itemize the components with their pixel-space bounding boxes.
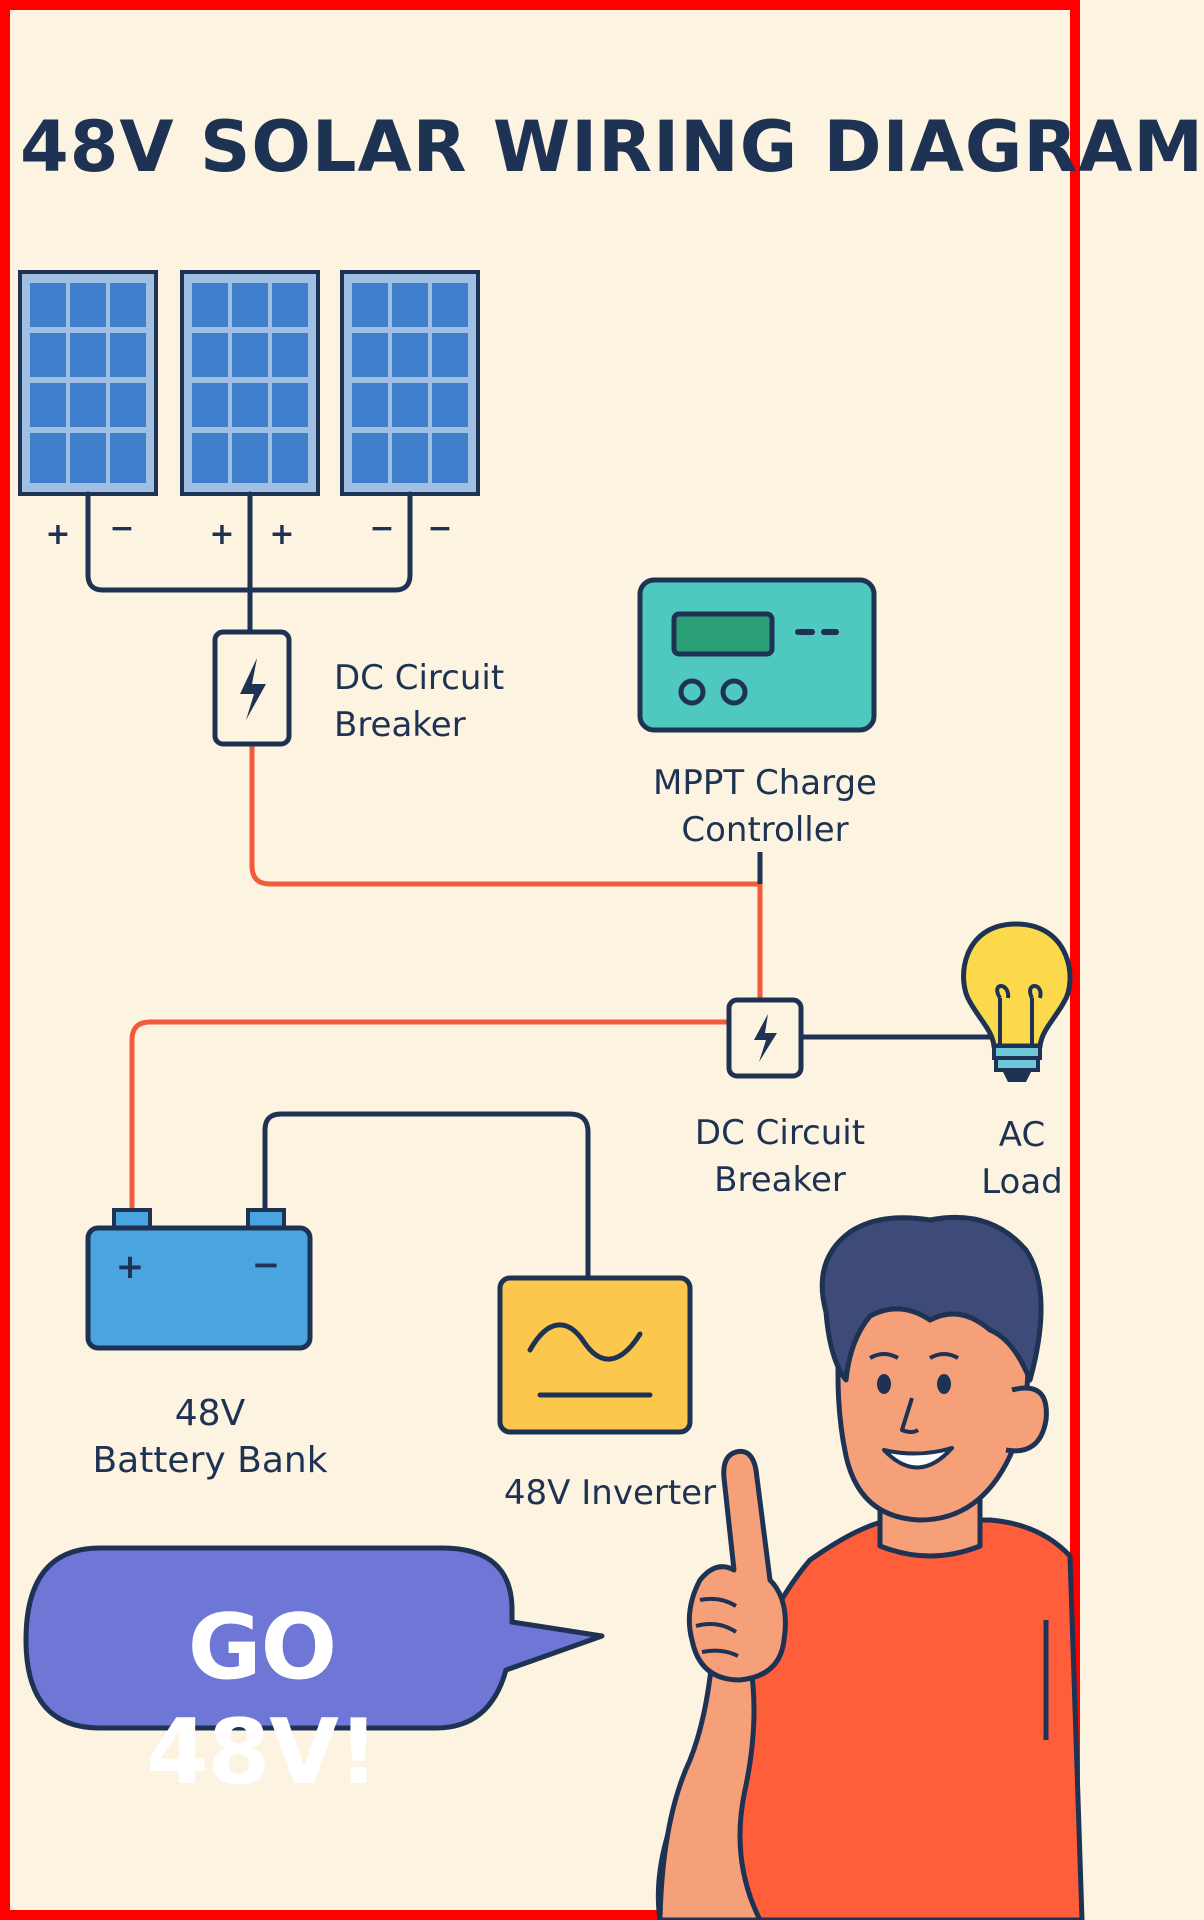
person-illustration [655, 1214, 1085, 1920]
panel2-positive-terminal-2: + [269, 517, 294, 552]
inverter-label: 48V Inverter [503, 1473, 717, 1513]
dc-breaker-top-label-line1: DC Circuit [334, 658, 505, 698]
dc-breaker-top-label: DC Circuit Breaker [334, 655, 504, 749]
panel-wiring [85, 491, 413, 635]
battery-positive-terminal: + [116, 1247, 145, 1287]
lightning-icon [240, 658, 266, 720]
battery-negative-terminal: − [252, 1245, 281, 1285]
ac-load-label-line2: Load [981, 1162, 1063, 1202]
mppt-controller-symbol [637, 577, 877, 733]
speech-bubble-text: GO 48V! [146, 1595, 379, 1805]
dc-breaker-mid-label-line1: DC Circuit [694, 1113, 866, 1153]
dc-breaker-mid-symbol [726, 997, 804, 1079]
panel-terminals: + − + + − − [45, 511, 452, 552]
panel1-negative-terminal: − [109, 511, 134, 546]
dc-breaker-top-label-line2: Breaker [334, 705, 466, 745]
mppt-label-line2: Controller [681, 810, 849, 850]
dc-breaker-mid-label: DC Circuit Breaker [640, 1110, 920, 1204]
speech-bubble [23, 1545, 605, 1731]
dc-breaker-mid-label-line2: Breaker [714, 1160, 846, 1200]
mppt-label: MPPT Charge Controller [615, 760, 915, 854]
solar-panel-3 [340, 270, 480, 496]
wiring-diagram: + − + + − − [18, 270, 1085, 1920]
mppt-label-line1: MPPT Charge [653, 763, 877, 803]
panel1-positive-terminal: + [45, 517, 70, 552]
dc-breaker-top-symbol [212, 629, 292, 747]
battery-label: 48V Battery Bank [60, 1390, 360, 1484]
lightning-icon [754, 1014, 777, 1062]
battery-bank-symbol: + − [85, 1208, 313, 1351]
page-title: 48V SOLAR WIRING DIAGRAM [20, 106, 1204, 188]
battery-label-line2: Battery Bank [92, 1440, 328, 1481]
ac-load-label: AC Load [960, 1112, 1084, 1206]
sine-wave-icon [527, 1322, 643, 1362]
panel2-positive-terminal: + [209, 517, 234, 552]
panel3-negative-terminal: − [369, 511, 394, 546]
solar-panel-1 [18, 270, 158, 496]
light-bulb-icon [961, 921, 1073, 1082]
battery-label-line1: 48V [174, 1393, 246, 1434]
solar-panel-2 [180, 270, 320, 496]
panel3-negative-terminal-2: − [427, 511, 452, 546]
dark-wires [262, 852, 990, 1278]
ac-load-label-line1: AC [998, 1115, 1046, 1155]
inverter-symbol [497, 1275, 693, 1435]
